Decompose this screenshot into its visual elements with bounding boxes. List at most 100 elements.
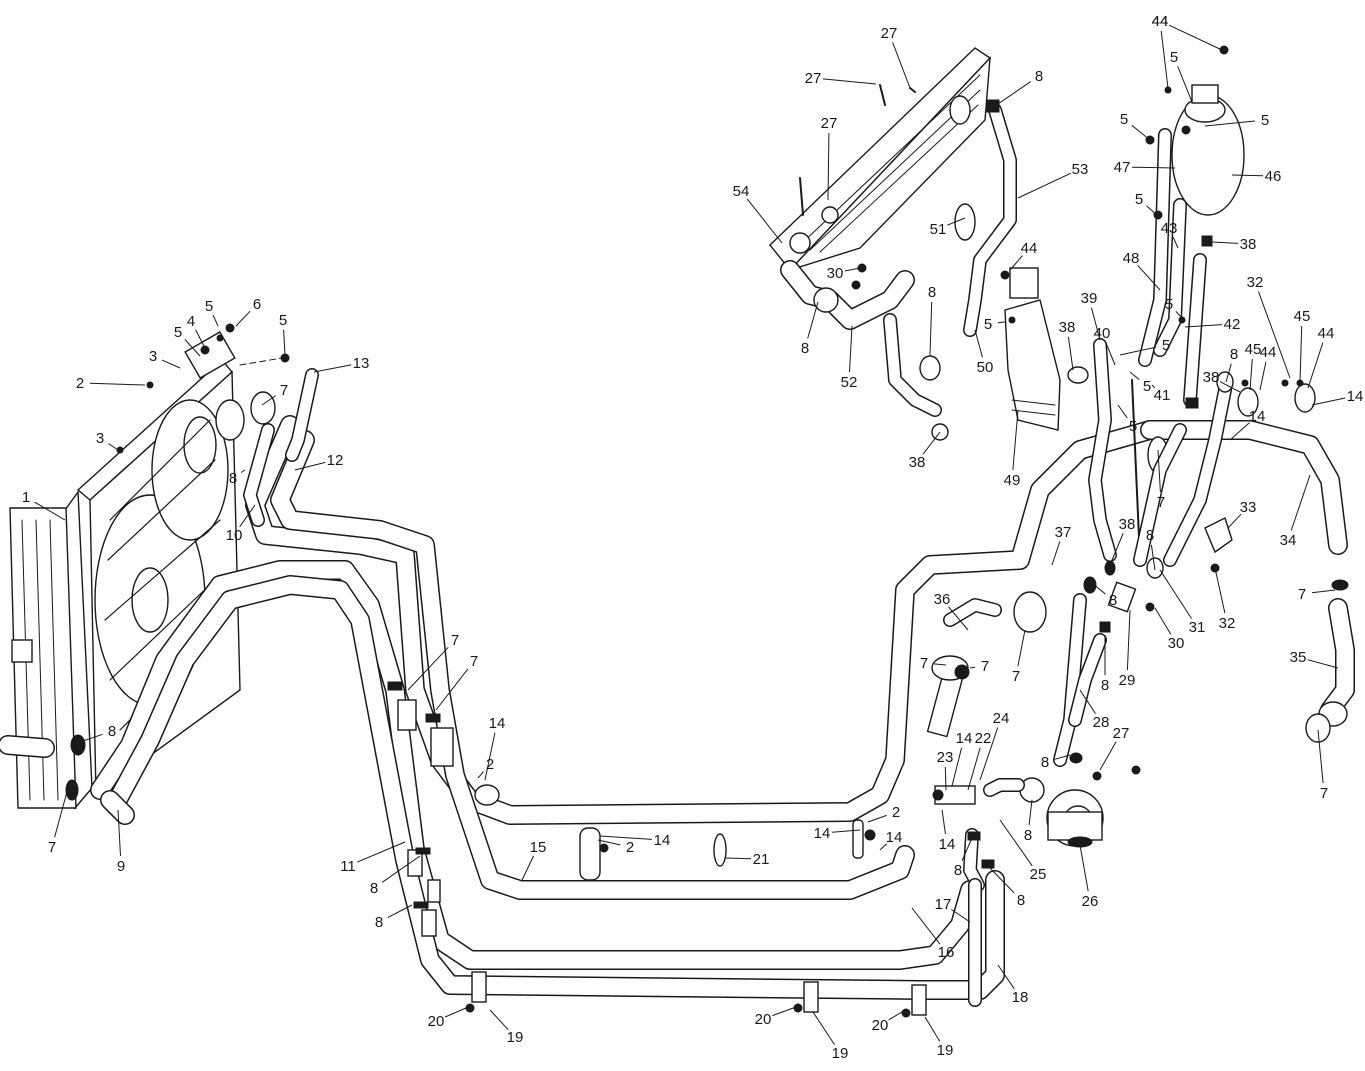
- callout-7: 7: [1157, 449, 1165, 511]
- pipe-bracket: [803, 981, 819, 1013]
- callout-7: 7: [1317, 729, 1328, 802]
- leader-line: [924, 1016, 941, 1042]
- leader-line: [161, 359, 181, 369]
- callout-2: 2: [76, 375, 146, 392]
- part-number-label: 8: [1101, 677, 1109, 694]
- leader-line: [1117, 404, 1128, 419]
- part-number-label: 5: [1162, 337, 1170, 354]
- leader-line: [1211, 241, 1239, 244]
- callout-36: 36: [934, 591, 969, 631]
- part-number-label: 29: [1119, 672, 1136, 689]
- callout-2: 2: [867, 804, 900, 823]
- part-number-label: 7: [981, 658, 989, 675]
- leader-line: [1119, 346, 1157, 356]
- callout-39: 39: [1081, 290, 1101, 341]
- leader-line: [1229, 422, 1250, 441]
- part-number-label: 38: [1240, 236, 1257, 253]
- callout-9: 9: [117, 809, 125, 875]
- callout-20: 20: [872, 1011, 903, 1034]
- part-number-label: 48: [1123, 250, 1140, 267]
- leader-line: [969, 666, 976, 669]
- part-number-label: 27: [881, 25, 898, 42]
- leader-line: [1028, 799, 1033, 826]
- leader-line: [746, 198, 783, 244]
- leader-line: [961, 837, 973, 862]
- callout-47: 47: [1114, 159, 1176, 176]
- mount-bracket: [11, 639, 33, 663]
- callout-19: 19: [812, 1011, 848, 1062]
- part-number-label: 2: [76, 375, 84, 392]
- part-number-label: 27: [1113, 725, 1130, 742]
- callout-8: 8: [928, 284, 936, 356]
- part-number-label: 53: [1072, 161, 1089, 178]
- part-number-label: 14: [654, 832, 671, 849]
- part-number-label: 32: [1247, 274, 1264, 291]
- part-number-label: 14: [1249, 408, 1266, 425]
- part-number-label: 18: [1012, 989, 1029, 1006]
- leader-line: [929, 301, 933, 356]
- part-number-label: 44: [1318, 325, 1335, 342]
- leader-line: [521, 855, 535, 881]
- leader-line: [941, 809, 946, 835]
- part-number-label: 22: [975, 730, 992, 747]
- leader-line: [1126, 609, 1131, 671]
- callout-10: 10: [226, 504, 256, 544]
- expansion-tank: [1138, 45, 1245, 409]
- part-number-label: 8: [1146, 527, 1154, 544]
- part-number-label: 26: [1082, 893, 1099, 910]
- leader-line: [1172, 236, 1179, 249]
- leader-line: [967, 747, 981, 791]
- callout-26: 26: [1079, 844, 1099, 910]
- part-number-label: 52: [841, 374, 858, 391]
- leader-line: [1307, 342, 1324, 389]
- callout-7: 7: [1298, 586, 1336, 603]
- callout-38: 38: [909, 431, 941, 471]
- leader-line: [1131, 166, 1176, 169]
- leader-line: [1087, 579, 1106, 595]
- leader-line: [195, 329, 206, 349]
- callout-22: 22: [967, 730, 992, 791]
- leader-line: [239, 504, 256, 528]
- leader-line: [477, 771, 484, 779]
- callout-25: 25: [999, 819, 1046, 883]
- leader-line: [1012, 409, 1019, 471]
- part-number-label: 14: [886, 829, 903, 846]
- callout-8: 8: [79, 723, 116, 743]
- callout-5: 5: [1119, 337, 1170, 356]
- part-number-label: 7: [280, 382, 288, 399]
- part-number-label: 46: [1265, 168, 1282, 185]
- part-number-label: 35: [1290, 649, 1307, 666]
- callout-54: 54: [733, 183, 783, 244]
- callout-7: 7: [407, 632, 459, 691]
- leader-line: [1184, 324, 1223, 328]
- part-number-label: 20: [428, 1013, 445, 1030]
- callout-51: 51: [930, 217, 966, 238]
- part-number-label: 44: [1152, 13, 1169, 30]
- leader-line: [1150, 544, 1156, 571]
- leader-line: [772, 1006, 797, 1017]
- heater-core-assembly: [769, 47, 1017, 441]
- callout-46: 46: [1231, 168, 1282, 185]
- leader-line: [1204, 120, 1256, 127]
- part-number-label: 49: [1004, 472, 1021, 489]
- leader-line: [867, 814, 887, 823]
- part-number-label: 19: [507, 1029, 524, 1046]
- leader-line: [1311, 397, 1346, 406]
- reservoir-cap: [1191, 84, 1219, 104]
- leader-line: [807, 301, 819, 339]
- part-number-label: 5: [984, 316, 992, 333]
- leader-line: [387, 904, 413, 918]
- part-number-label: 31: [1189, 619, 1206, 636]
- part-number-label: 3: [96, 430, 104, 447]
- leader-line: [994, 81, 1031, 107]
- leader-line: [1091, 307, 1101, 341]
- leader-line: [979, 727, 999, 781]
- right-hoses: [1104, 371, 1355, 743]
- callout-34: 34: [1280, 474, 1311, 549]
- part-number-label: 38: [1203, 369, 1220, 386]
- callout-5: 5: [984, 316, 1006, 333]
- callout-52: 52: [841, 325, 858, 391]
- leader-line: [911, 907, 941, 945]
- callout-5: 5: [1165, 296, 1183, 319]
- leader-line: [1017, 629, 1026, 667]
